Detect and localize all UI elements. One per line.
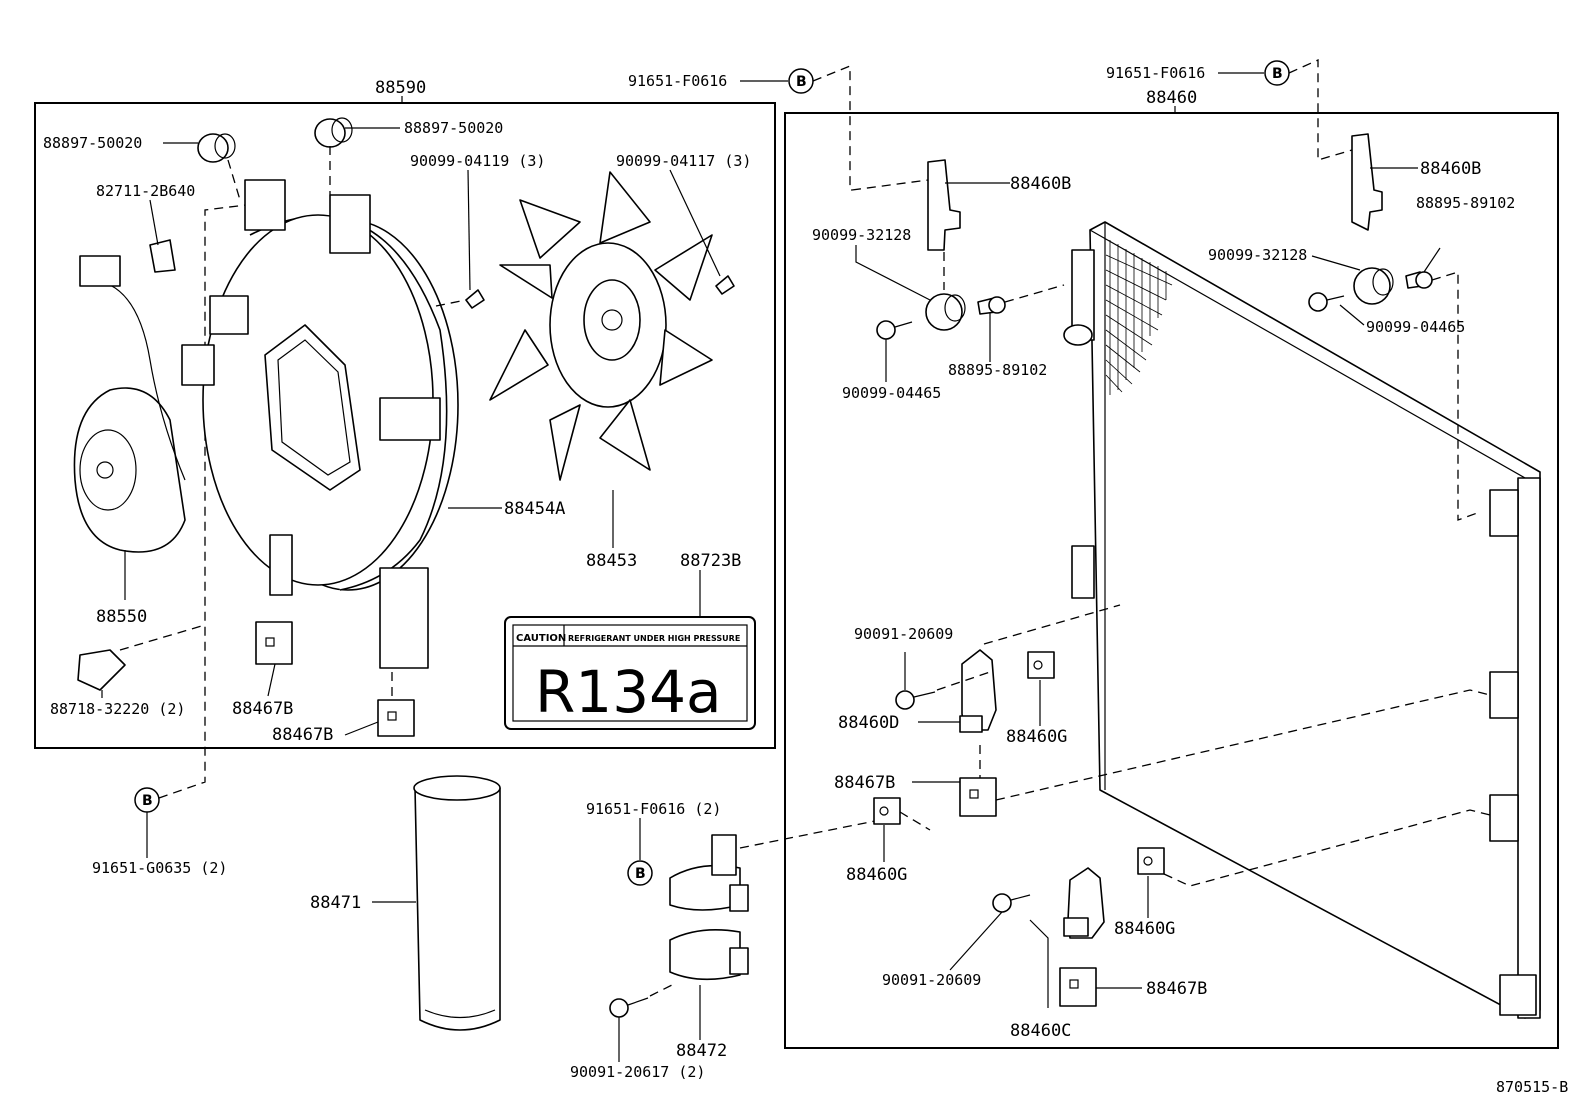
- part-88895-89102-right-label[interactable]: 88895-89102: [1416, 194, 1515, 212]
- cushion-right: [314, 117, 353, 195]
- ref-marker-left-top: 91651-F0616 B: [628, 65, 852, 191]
- part-90099-04117-label[interactable]: 90099-04117 (3): [616, 152, 751, 170]
- part-88460c-label[interactable]: 88460C: [1010, 1021, 1071, 1041]
- refrigerant-type: R134a: [535, 658, 722, 726]
- part-88460d-label[interactable]: 88460D: [838, 713, 899, 733]
- diagram-code: 870515-B: [1496, 1078, 1568, 1096]
- part-88550-label[interactable]: 88550: [96, 607, 147, 627]
- ref-part-bottom-left[interactable]: 91651-G0635 (2): [92, 859, 227, 877]
- caution-message: REFRIGERANT UNDER HIGH PRESSURE: [568, 634, 740, 643]
- pin-88895-89102-left: [977, 284, 1065, 362]
- nut-88460g-lower: [1137, 809, 1491, 918]
- part-88723b-label[interactable]: 88723B: [680, 551, 741, 571]
- part-88471-label[interactable]: 88471: [310, 893, 361, 913]
- part-88472-label[interactable]: 88472: [676, 1041, 727, 1061]
- cushion-90099-32128-left: [855, 245, 966, 331]
- condenser-fin-grid: [1105, 240, 1173, 395]
- clip: [149, 239, 176, 273]
- ref-marker-letter: B: [142, 793, 153, 809]
- nut-88460g-upper: [1027, 651, 1055, 726]
- part-88467b-low-label[interactable]: 88467B: [1146, 979, 1207, 999]
- ref-marker-right-top: 91651-F0616 B: [1106, 58, 1353, 161]
- receiver-clamp: 88472: [669, 819, 881, 1061]
- part-90091-20609-lower-label[interactable]: 90091-20609: [882, 971, 981, 989]
- condenser-frame: [784, 112, 1559, 1049]
- screw-90091-20609-lower: [949, 893, 1031, 971]
- ref-marker-letter: B: [1272, 66, 1283, 82]
- ref-marker-bottom-mid: 91651-F0616 (2) B: [586, 800, 721, 886]
- pin-88895-89102-right: [1405, 247, 1481, 521]
- nut-88460g-mid: [873, 797, 931, 862]
- part-88897-50020-right-label[interactable]: 88897-50020: [404, 119, 503, 137]
- part-90099-32128-left-label[interactable]: 90099-32128: [812, 226, 911, 244]
- cushion-left: [197, 133, 241, 201]
- part-88718-32220-label[interactable]: 88718-32220 (2): [50, 700, 185, 718]
- part-82711-2b640-label[interactable]: 82711-2B640: [96, 182, 195, 200]
- bolt-90099-04465-right: [1308, 292, 1365, 326]
- receiver-dryer: 88471: [310, 775, 501, 1031]
- bracket-88460b-right: [1351, 133, 1418, 231]
- part-88460g-lower-label[interactable]: 88460G: [1114, 919, 1175, 939]
- caution-label: CAUTION REFRIGERANT UNDER HIGH PRESSURE …: [504, 616, 756, 730]
- bracket-88460c: [1029, 867, 1105, 1008]
- condenser-core: [1063, 221, 1541, 1019]
- part-88453-label[interactable]: 88453: [586, 551, 637, 571]
- ref-marker-letter: B: [635, 866, 646, 882]
- fan-shroud-frame: [34, 102, 776, 749]
- screw-90091-20609-upper: [895, 652, 991, 710]
- part-88460b-right-label[interactable]: 88460B: [1420, 159, 1481, 179]
- part-88467b-mid-label[interactable]: 88467B: [834, 773, 895, 793]
- fan-motor: [73, 255, 186, 553]
- bracket-88460d: [918, 604, 1121, 733]
- part-90091-20609-upper-label[interactable]: 90091-20609: [854, 625, 953, 643]
- ref-part-right-top[interactable]: 91651-F0616: [1106, 64, 1205, 82]
- part-88897-50020-left-label[interactable]: 88897-50020: [43, 134, 142, 152]
- bracket-88467b-b: [377, 672, 415, 737]
- part-90099-04465-left-label[interactable]: 90099-04465: [842, 384, 941, 402]
- cushion-90099-32128-right: [1311, 255, 1394, 305]
- assembly-88460-label[interactable]: 88460: [1146, 88, 1197, 108]
- clamp: [77, 624, 206, 691]
- part-88460b-left-label[interactable]: 88460B: [1010, 174, 1071, 194]
- bracket-88467b-a: [255, 621, 293, 665]
- bracket-88467b-mid: [912, 689, 1491, 817]
- part-90099-04465-right-label[interactable]: 90099-04465: [1366, 318, 1465, 336]
- screw-90091-20617: 90091-20617 (2): [570, 984, 705, 1081]
- part-88460g-upper-label[interactable]: 88460G: [1006, 727, 1067, 747]
- part-90099-32128-right-label[interactable]: 90099-32128: [1208, 246, 1307, 264]
- part-88467b-b-label[interactable]: 88467B: [272, 725, 333, 745]
- screw-a: [435, 289, 485, 309]
- bracket-88460b-left: [851, 159, 1010, 290]
- caution-word: CAUTION: [516, 633, 566, 644]
- ref-marker-bottom-left: B 91651-G0635 (2): [92, 204, 247, 877]
- bolt-90099-04465-left: [876, 320, 913, 382]
- part-88895-89102-left-label[interactable]: 88895-89102: [948, 361, 1047, 379]
- assembly-88590-label[interactable]: 88590: [375, 78, 426, 98]
- fan: [489, 171, 713, 481]
- fan-shroud: [181, 179, 459, 669]
- ref-marker-letter: B: [796, 74, 807, 90]
- screw-b: [715, 275, 735, 295]
- ref-part-bottom-mid[interactable]: 91651-F0616 (2): [586, 800, 721, 818]
- part-88460g-mid-label[interactable]: 88460G: [846, 865, 907, 885]
- part-90099-04119-label[interactable]: 90099-04119 (3): [410, 152, 545, 170]
- ref-part-left-top[interactable]: 91651-F0616: [628, 72, 727, 90]
- part-88467b-a-label[interactable]: 88467B: [232, 699, 293, 719]
- part-90091-20617-label[interactable]: 90091-20617 (2): [570, 1063, 705, 1081]
- part-88454a-label[interactable]: 88454A: [504, 499, 565, 519]
- bracket-88467b-low: [1059, 967, 1142, 1007]
